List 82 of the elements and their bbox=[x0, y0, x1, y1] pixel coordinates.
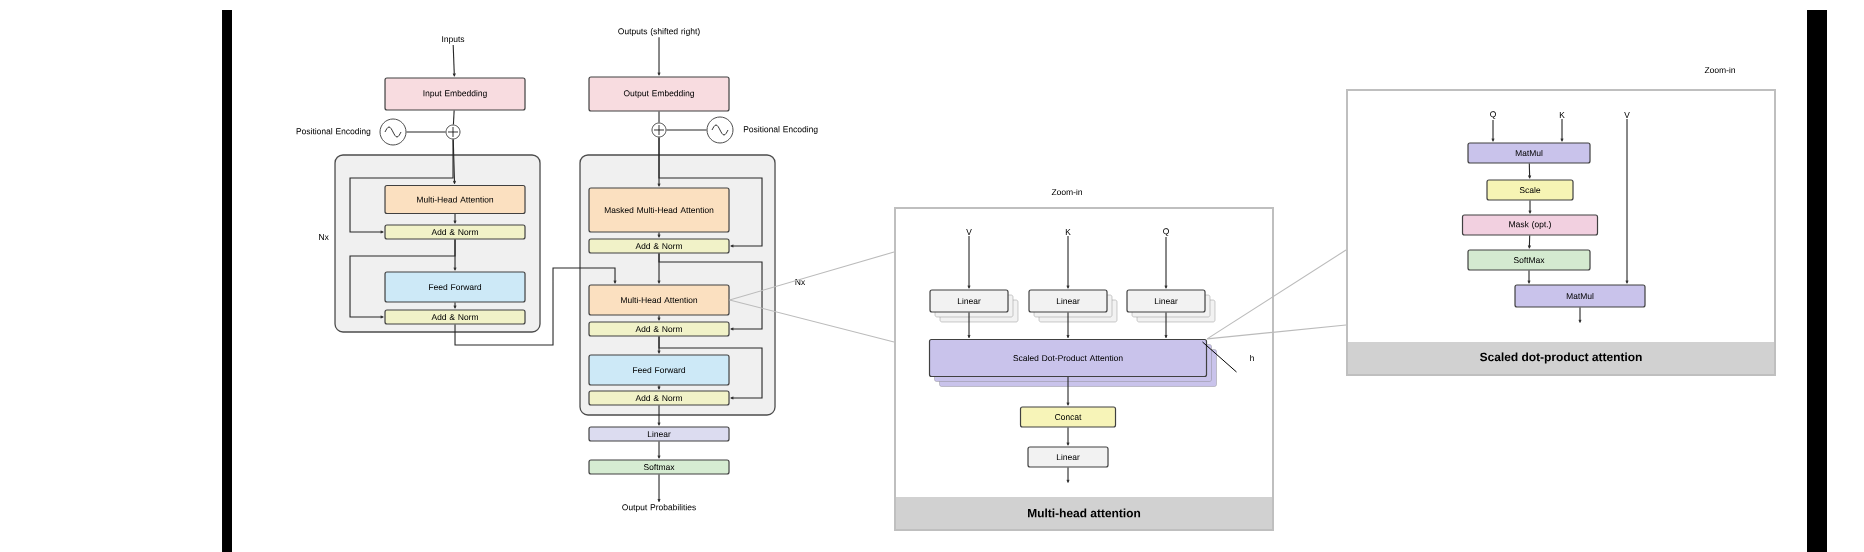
scale-box: Scale bbox=[1486, 179, 1574, 201]
arrow bbox=[657, 315, 661, 321]
adder-symbol bbox=[651, 122, 667, 138]
linear-box: Linear bbox=[1028, 289, 1118, 323]
arrow bbox=[658, 136, 763, 248]
add-norm-box: Add & Norm bbox=[588, 238, 730, 254]
arrow bbox=[453, 213, 457, 224]
input-label: Inputs bbox=[442, 36, 465, 44]
attention-box: Multi-Head Attention bbox=[384, 184, 526, 215]
arrow bbox=[1528, 163, 1532, 179]
input-label: Q bbox=[1490, 111, 1496, 119]
output-label: Output Probabilities bbox=[622, 504, 696, 512]
side-label: Positional Encoding bbox=[743, 126, 818, 134]
concat-box: Concat bbox=[1019, 406, 1117, 428]
arrow bbox=[1491, 119, 1495, 142]
arrow bbox=[1560, 118, 1564, 142]
arrow bbox=[1527, 235, 1531, 249]
arrow bbox=[967, 235, 971, 289]
feed-forward-box: Feed Forward bbox=[384, 271, 526, 303]
embedding-box: Output Embedding bbox=[588, 76, 730, 112]
positional-encoding-symbol bbox=[379, 118, 407, 146]
arrow bbox=[1164, 236, 1168, 289]
add-norm-box: Add & Norm bbox=[588, 390, 730, 406]
softmax-box: SoftMax bbox=[1467, 249, 1591, 271]
linear-box: Linear bbox=[1126, 289, 1216, 323]
arrow bbox=[658, 336, 763, 400]
add-norm-box: Add & Norm bbox=[588, 321, 730, 337]
arrow bbox=[1066, 312, 1070, 339]
side-label: Zoom-in bbox=[1051, 188, 1082, 196]
arrow bbox=[657, 405, 661, 426]
output-label: Outputs (shifted right) bbox=[618, 28, 700, 36]
side-label: h bbox=[1250, 354, 1254, 362]
arrow bbox=[1578, 307, 1582, 323]
zoom-line bbox=[729, 251, 895, 301]
arrow bbox=[454, 267, 617, 346]
input-label: Q bbox=[1163, 228, 1169, 236]
arrow bbox=[349, 138, 454, 234]
attention-box: Multi-Head Attention bbox=[588, 284, 730, 316]
side-label: Nx bbox=[319, 234, 329, 240]
attention-box: Scaled Dot-Product Attention bbox=[928, 338, 1217, 387]
arrow bbox=[657, 441, 661, 459]
linear-box: Linear bbox=[588, 426, 730, 442]
arrow bbox=[452, 44, 456, 77]
arrow bbox=[657, 232, 661, 238]
arrow bbox=[657, 474, 661, 503]
arrow bbox=[1066, 235, 1070, 289]
arrow bbox=[1164, 312, 1168, 339]
input-label: K bbox=[1559, 112, 1565, 118]
zoom-line bbox=[729, 299, 895, 343]
side-label: Zoom-in bbox=[1704, 66, 1735, 74]
arrow bbox=[658, 253, 763, 331]
arrow bbox=[1066, 427, 1070, 446]
arrow bbox=[1527, 270, 1531, 284]
mask-box: Mask (opt.) bbox=[1461, 214, 1599, 236]
arrow bbox=[1066, 376, 1070, 406]
matmul-box: MatMul bbox=[1467, 142, 1591, 164]
linear-box: Linear bbox=[1027, 446, 1109, 468]
arrow bbox=[657, 385, 661, 390]
arrow bbox=[967, 312, 971, 339]
attention-box: Masked Multi-Head Attention bbox=[588, 187, 730, 233]
arrow bbox=[1625, 118, 1629, 284]
zoom-line bbox=[1206, 324, 1347, 340]
matmul-box: MatMul bbox=[1514, 284, 1646, 308]
linear-box: Linear bbox=[929, 289, 1019, 323]
zoom-line bbox=[1206, 249, 1347, 340]
adder-symbol bbox=[445, 124, 461, 140]
input-label: V bbox=[1624, 112, 1630, 118]
positional-encoding-symbol bbox=[706, 116, 734, 144]
softmax-box: Softmax bbox=[588, 459, 730, 475]
arrow bbox=[349, 239, 456, 319]
arrow bbox=[1066, 467, 1070, 483]
feed-forward-box: Feed Forward bbox=[588, 354, 730, 386]
input-label: V bbox=[966, 229, 972, 235]
add-norm-box: Add & Norm bbox=[384, 224, 526, 240]
arrow bbox=[1528, 200, 1532, 214]
arrow bbox=[657, 36, 661, 76]
side-label: Positional Encoding bbox=[296, 128, 371, 136]
add-norm-box: Add & Norm bbox=[384, 309, 526, 325]
side-label: Nx bbox=[795, 279, 806, 285]
input-label: K bbox=[1065, 229, 1071, 235]
arrow bbox=[453, 302, 457, 309]
embedding-box: Input Embedding bbox=[384, 77, 526, 111]
